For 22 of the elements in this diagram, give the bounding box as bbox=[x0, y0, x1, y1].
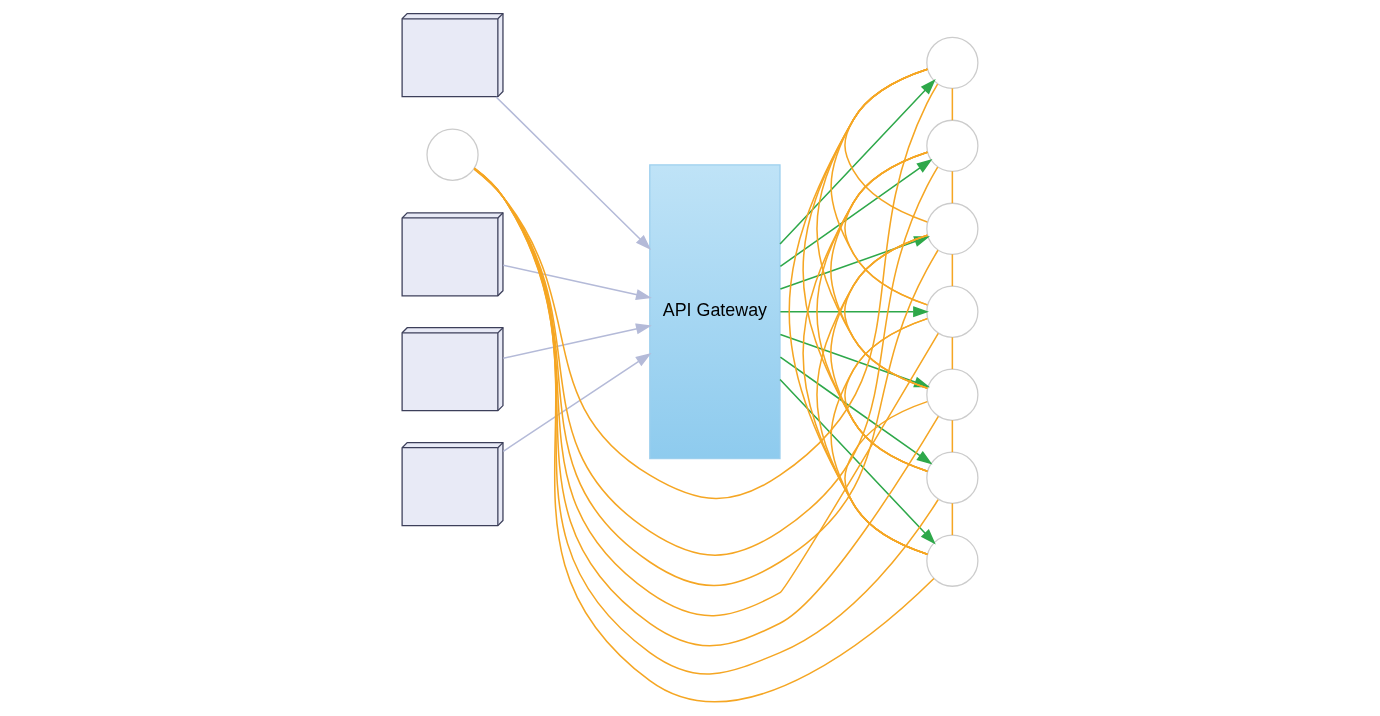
connector bbox=[844, 400, 929, 555]
connector bbox=[951, 253, 954, 287]
node-circle bbox=[926, 534, 979, 587]
connector bbox=[951, 419, 954, 453]
node-circle bbox=[926, 451, 979, 504]
connector bbox=[951, 87, 954, 121]
node-circle bbox=[926, 36, 979, 89]
connector bbox=[951, 170, 954, 204]
connector bbox=[951, 336, 954, 370]
node-circle bbox=[926, 119, 979, 172]
node-circle bbox=[926, 285, 979, 338]
node-circle bbox=[426, 128, 479, 181]
arrow bbox=[502, 264, 652, 301]
node-circle bbox=[926, 202, 979, 255]
arrow bbox=[502, 323, 652, 360]
arrow bbox=[495, 96, 652, 250]
connector bbox=[473, 83, 939, 500]
node-circle bbox=[926, 368, 979, 421]
arrow bbox=[502, 352, 652, 453]
node-box: API Gateway bbox=[649, 164, 781, 460]
arrow bbox=[779, 306, 929, 318]
connector bbox=[951, 502, 954, 536]
